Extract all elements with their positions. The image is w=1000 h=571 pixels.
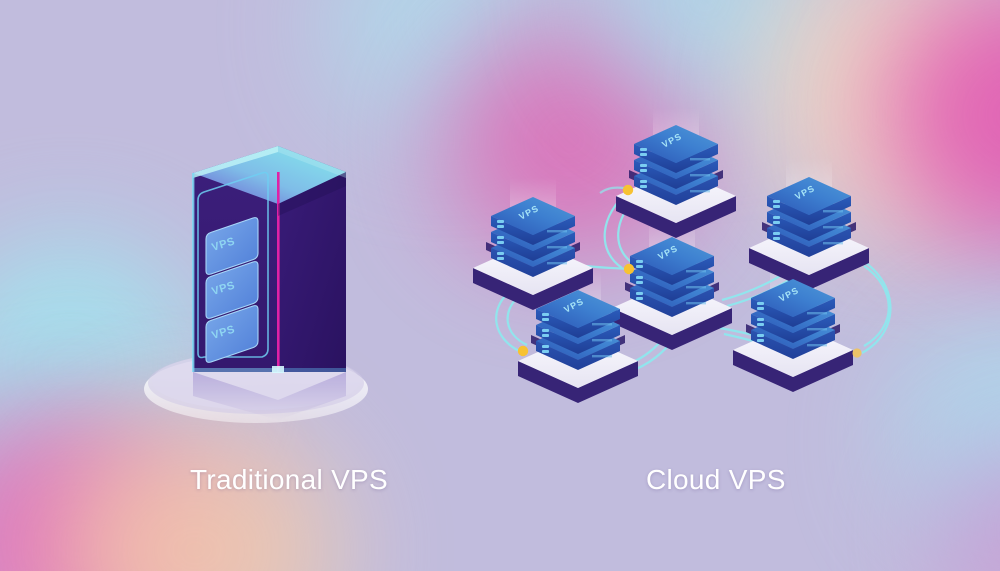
connection-junction-dots [517,184,862,358]
tower-slot[interactable]: VPS [205,217,259,275]
cloud-node[interactable]: VPS [749,177,869,290]
cloud-node[interactable]: VPS [473,197,593,310]
cloud-node[interactable]: VPS [616,125,736,238]
node-server-stack: VPS [630,237,714,317]
node-server-stack: VPS [491,197,575,277]
tower-slot[interactable]: VPS [205,261,259,319]
node-server-stack: VPS [767,177,851,257]
node-server-stack: VPS [634,125,718,205]
traditional-vps-caption: Traditional VPS [190,464,388,495]
tower-slot[interactable]: VPS [205,305,259,363]
tower-door-outline [197,171,269,359]
node-server-stack: VPS [751,279,835,359]
cloud-vps-caption: Cloud VPS [646,464,786,495]
node-server-stack: VPS [536,290,620,370]
tower-reflection [193,372,346,420]
cloud-node[interactable]: VPS [518,290,638,403]
tower-slot-group: VPS VPS VPS [205,217,259,363]
cloud-node[interactable]: VPS [733,279,853,392]
cloud-node[interactable]: VPS [612,237,732,350]
